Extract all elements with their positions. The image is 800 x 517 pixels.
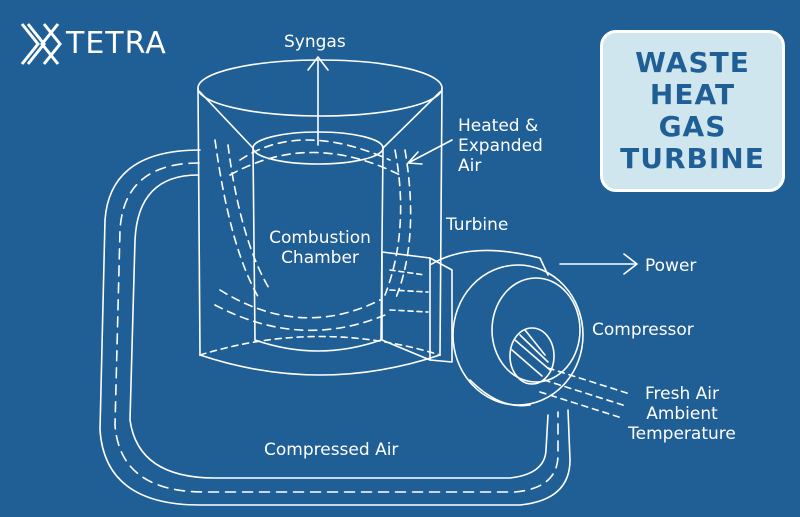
title-line-1: WASTE [635, 46, 750, 79]
turbine-housing [381, 251, 453, 363]
label-fresh-air-2: Ambient [646, 404, 718, 424]
label-turbine: Turbine [446, 215, 509, 235]
label-fresh-air-1: Fresh Air [645, 384, 719, 404]
logo-text: TETRA [66, 26, 167, 61]
label-combustion-2: Chamber [281, 248, 359, 268]
label-combustion-1: Combustion [269, 228, 371, 248]
title-box: WASTE HEAT GAS TURBINE [600, 30, 785, 192]
label-fresh-air-3: Temperature [628, 424, 736, 444]
compressed-air-pipe [99, 149, 571, 506]
title-line-2: HEAT [649, 78, 736, 111]
label-syngas: Syngas [284, 32, 346, 52]
label-compressor: Compressor [592, 320, 694, 340]
title-line-3: GAS [658, 110, 727, 143]
label-heated-3: Air [458, 156, 482, 176]
tetra-logo [18, 20, 198, 68]
label-compressed-air: Compressed Air [264, 440, 399, 460]
compressor-shell [429, 249, 584, 407]
funnel-left [199, 91, 254, 149]
syngas-arrow [307, 56, 329, 146]
tetra-x-icon [20, 23, 62, 65]
fresh-air-lines [539, 367, 631, 419]
funnel-right [382, 91, 441, 149]
power-arrow [559, 253, 638, 275]
heated-air-arrow [407, 139, 453, 165]
air-flow-lines [214, 139, 412, 332]
outer-vessel [197, 59, 443, 376]
label-power: Power [645, 256, 697, 276]
label-heated-2: Expanded [458, 136, 543, 156]
title-line-4: TURBINE [620, 142, 765, 175]
label-heated-1: Heated & [458, 116, 539, 136]
